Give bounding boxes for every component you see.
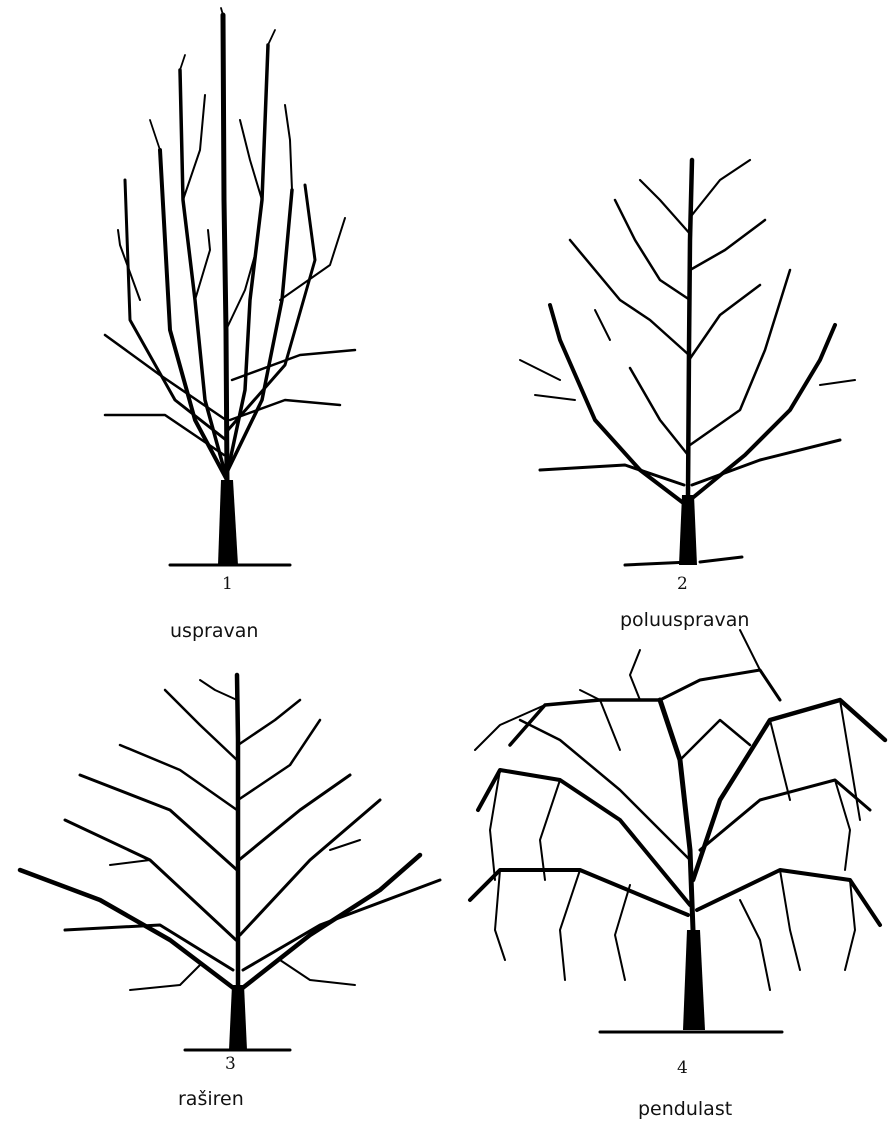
tree-spreading-drawing	[20, 675, 440, 1050]
tree-4-label: pendulast	[638, 1098, 732, 1120]
tree-2-number: 2	[677, 574, 688, 594]
tree-3-label: raširen	[178, 1088, 244, 1110]
tree-semi-upright-drawing	[520, 160, 855, 565]
tree-1-label: uspravan	[170, 620, 258, 642]
tree-upright-drawing	[105, 8, 355, 565]
tree-4-number: 4	[677, 1058, 688, 1078]
tree-3-number: 3	[225, 1054, 236, 1074]
tree-2-label: poluuspravan	[620, 609, 749, 631]
tree-weeping-drawing	[470, 630, 885, 1032]
tree-1-number: 1	[222, 574, 233, 594]
